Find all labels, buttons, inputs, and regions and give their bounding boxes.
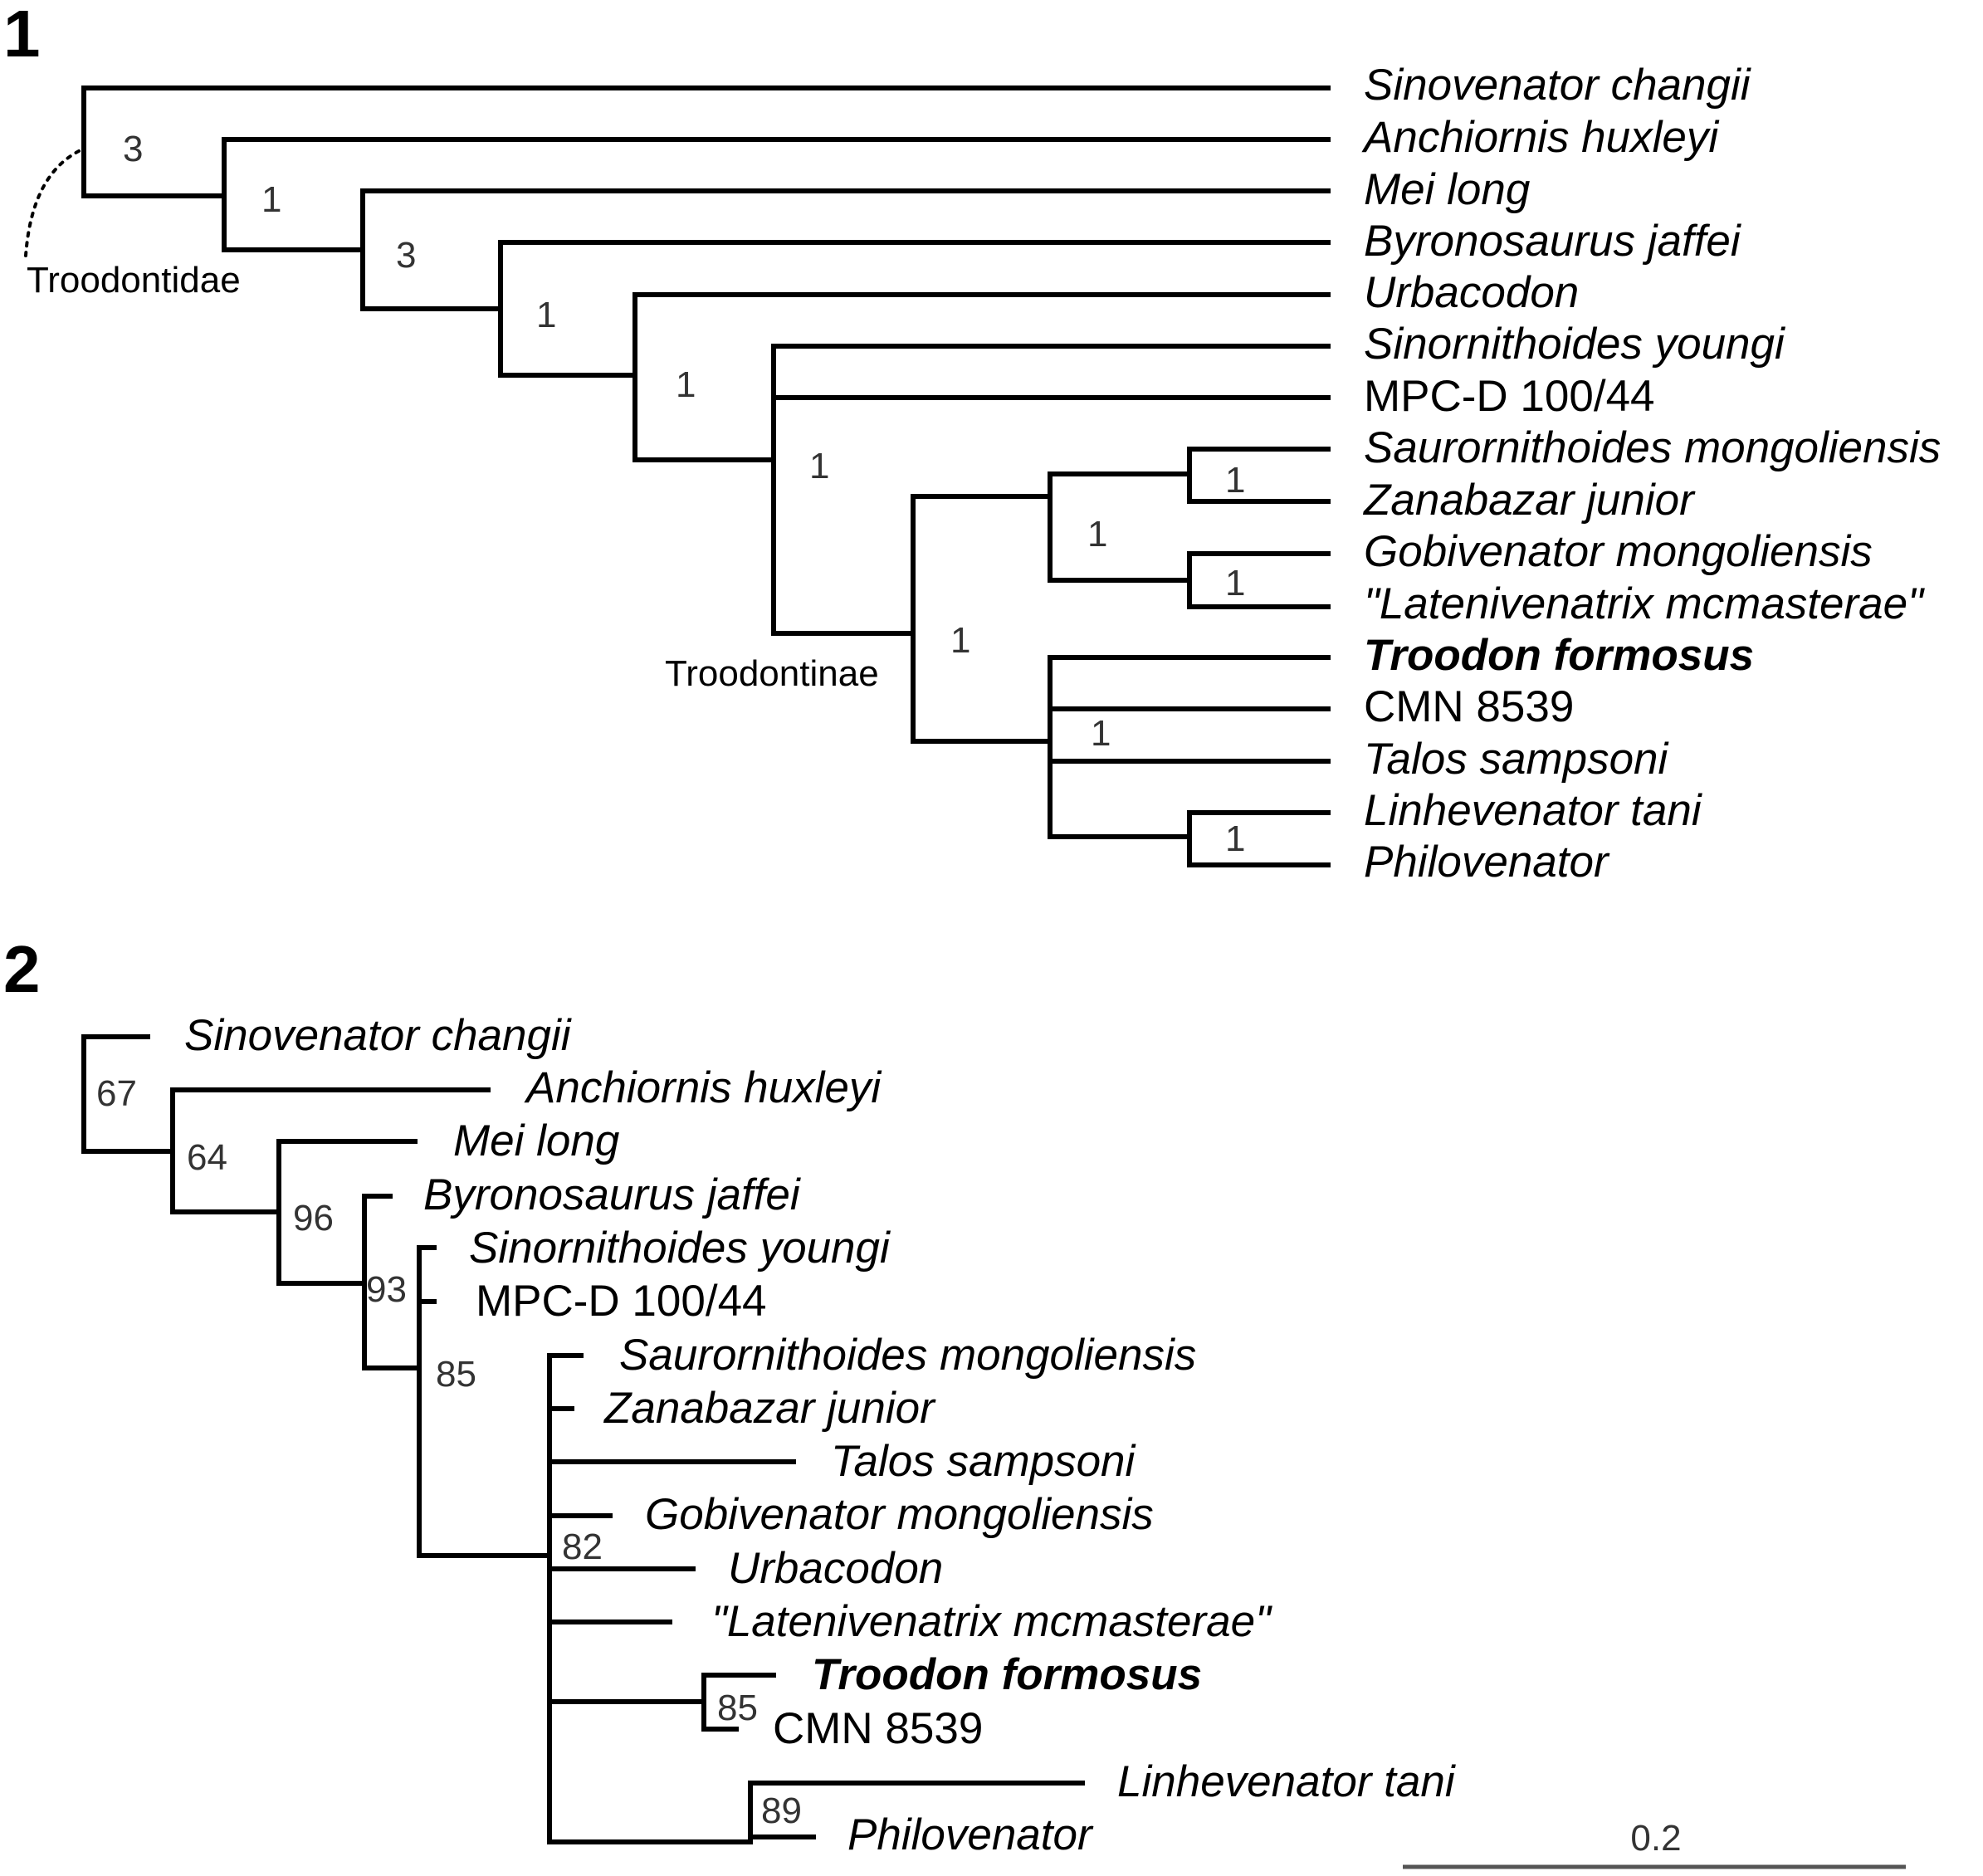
support-value: 1: [1225, 460, 1245, 501]
taxon-label: Anchiornis huxleyi: [524, 1063, 882, 1112]
taxon-label: Mei long: [1364, 165, 1531, 214]
support-value: 1: [1087, 514, 1107, 554]
taxon-label: CMN 8539: [773, 1704, 983, 1753]
taxon-label: Saurornithoides mongoliensis: [1364, 423, 1941, 472]
taxon-label: Gobivenator mongoliensis: [1364, 527, 1873, 576]
taxon-label: Gobivenator mongoliensis: [645, 1490, 1154, 1539]
taxon-label: Talos sampsoni: [1364, 735, 1669, 784]
taxon-label: "Latenivenatrix mcmasterae": [1364, 579, 1925, 628]
taxon-label: Zanabazar junior: [1362, 476, 1696, 525]
taxon-label: Troodon formosus: [812, 1650, 1202, 1699]
taxon-label: Urbacodon: [728, 1544, 943, 1593]
support-value: 85: [717, 1688, 758, 1728]
support-value: 1: [1225, 563, 1245, 603]
panel-2-supports: 67 64 96 93 85 82 85 89: [96, 1073, 802, 1831]
taxon-label: Sinovenator changii: [1364, 61, 1751, 110]
support-value: 3: [396, 235, 416, 276]
support-value: 82: [562, 1527, 603, 1567]
support-value: 1: [261, 179, 281, 220]
support-value: 1: [809, 446, 829, 486]
panel-1-supports: 3 1 3 1 1 1 1 1 1 1 1 1: [123, 129, 1245, 859]
taxon-label: Mei long: [453, 1116, 620, 1165]
support-value: 1: [676, 364, 696, 405]
taxon-label: CMN 8539: [1364, 682, 1574, 731]
taxon-label: Sinornithoides youngi: [469, 1224, 891, 1273]
clade-label-troodontinae: Troodontinae: [665, 653, 879, 694]
panel-2-branches: [81, 1034, 1085, 1844]
support-value: 67: [96, 1073, 137, 1114]
support-value: 64: [187, 1137, 227, 1178]
taxon-label: Sinornithoides youngi: [1364, 320, 1785, 369]
support-value: 1: [536, 295, 556, 335]
panel-2-taxa: Sinovenator changii Anchiornis huxleyi M…: [184, 1011, 1456, 1859]
support-value: 85: [436, 1354, 476, 1395]
scale-bar: 0.2: [1403, 1818, 1906, 1869]
taxon-label: Sinovenator changii: [184, 1011, 572, 1060]
panel-2: 2: [3, 932, 1906, 1869]
taxon-label: Anchiornis huxleyi: [1361, 113, 1719, 162]
troodontidae-pointer: [24, 149, 81, 257]
support-value: 89: [761, 1791, 802, 1831]
taxon-label: Urbacodon: [1364, 268, 1579, 317]
support-value: 3: [123, 129, 143, 169]
taxon-label: Saurornithoides mongoliensis: [619, 1331, 1196, 1380]
scale-bar-label: 0.2: [1630, 1818, 1681, 1859]
taxon-label: Philovenator: [1364, 838, 1610, 887]
panel-2-label: 2: [3, 932, 41, 1006]
support-value: 1: [950, 620, 970, 661]
support-value: 1: [1225, 818, 1245, 859]
taxon-label: "Latenivenatrix mcmasterae": [711, 1597, 1272, 1646]
panel-1: 1: [3, 0, 1941, 887]
taxon-label: Byronosaurus jaffei: [423, 1170, 801, 1219]
taxon-label: Linhevenator tani: [1117, 1757, 1456, 1806]
support-value: 93: [366, 1269, 407, 1310]
support-value: 96: [293, 1198, 334, 1238]
panel-1-label: 1: [3, 0, 41, 71]
support-value: 1: [1091, 713, 1111, 754]
taxon-label: Byronosaurus jaffei: [1364, 217, 1741, 266]
taxon-label: Troodon formosus: [1364, 631, 1754, 680]
taxon-label: MPC-D 100/44: [476, 1277, 767, 1326]
taxon-label: Linhevenator tani: [1364, 786, 1702, 835]
panel-1-branches: [24, 85, 1331, 867]
taxon-label: Zanabazar junior: [603, 1384, 936, 1433]
clade-label-troodontidae: Troodontidae: [27, 260, 241, 300]
taxon-label: MPC-D 100/44: [1364, 372, 1655, 421]
taxon-label: Talos sampsoni: [831, 1437, 1136, 1486]
taxon-label: Philovenator: [847, 1810, 1094, 1859]
panel-1-taxa: Sinovenator changii Anchiornis huxleyi M…: [1361, 61, 1941, 887]
